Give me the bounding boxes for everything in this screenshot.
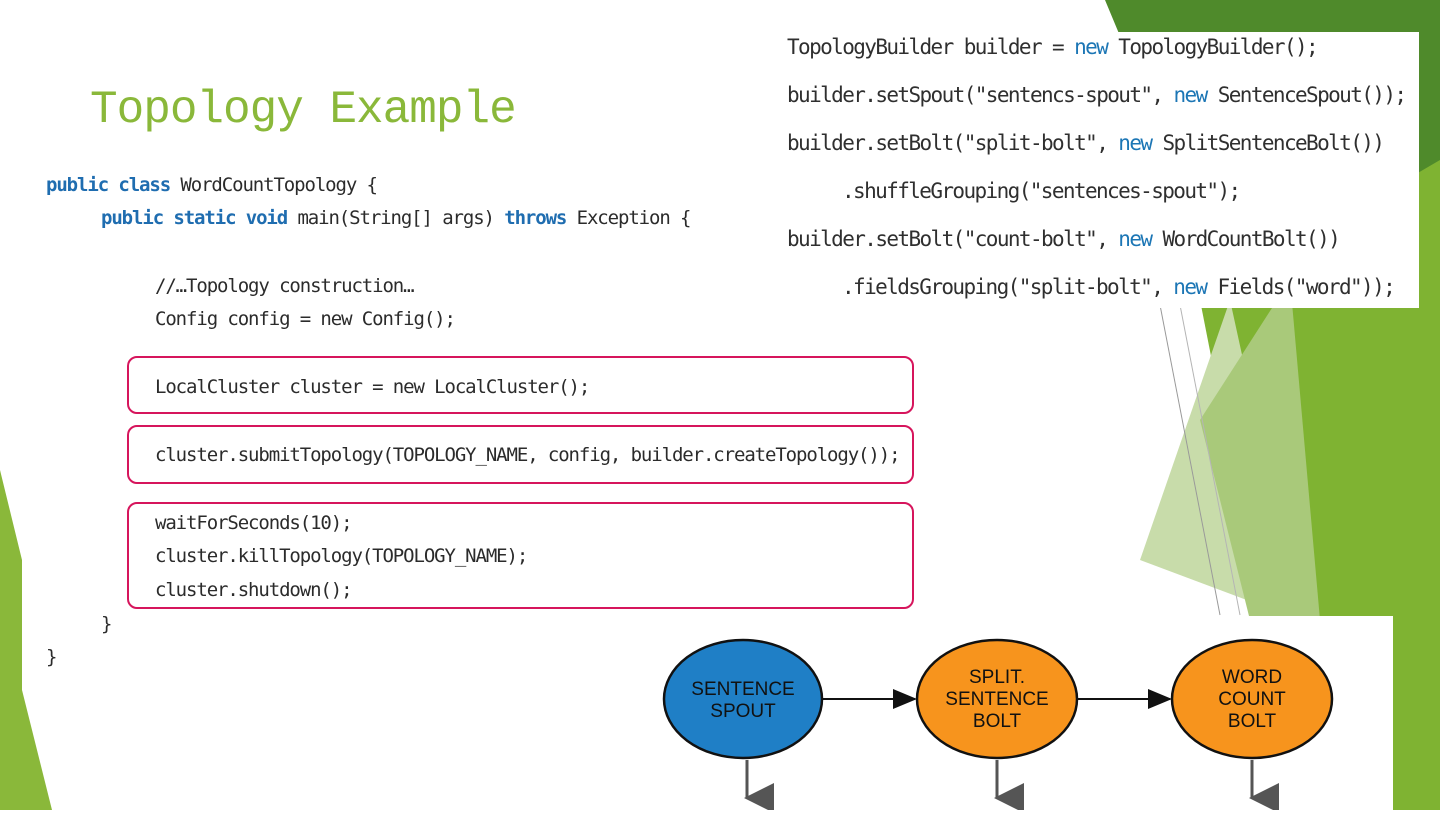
node2-label-line1: SPLIT. [969,667,1025,688]
highlight-box-local-cluster [127,356,914,414]
node-split-sentence-bolt [915,638,1079,760]
code-line-submit: cluster.submitTopology(TOPOLOGY_NAME, co… [155,444,901,466]
green-shape-left [0,470,52,810]
topology-builder-code-panel: TopologyBuilder builder = new TopologyBu… [772,32,1419,308]
code-line-class-decl: public class WordCountTopology { [46,174,378,196]
code-line-wait: waitForSeconds(10); [155,512,353,534]
green-shape-right-pale [1200,280,1320,620]
code-line-close-class: } [46,646,57,668]
builder-line-2: builder.setSpout("sentencs-spout", new S… [787,83,1407,107]
builder-line-1: TopologyBuilder builder = new TopologyBu… [787,35,1319,59]
builder-line-4: .shuffleGrouping("sentences-spout"); [842,179,1241,203]
builder-line-3: builder.setBolt("split-bolt", new SplitS… [787,131,1385,155]
code-line-kill: cluster.killTopology(TOPOLOGY_NAME); [155,545,528,567]
topology-diagram-svg: SENTENCE SPOUT SPLIT. SENTENCE BOLT WORD… [662,638,1334,813]
thin-line-deco [1159,304,1221,616]
code-line-main-decl: public static void main(String[] args) t… [101,207,691,229]
code-line-config: Config config = new Config(); [155,308,456,330]
code-line-shutdown: cluster.shutdown(); [155,579,353,601]
slide-title: Topology Example [90,84,517,136]
builder-line-6: .fieldsGrouping("split-bolt", new Fields… [842,275,1396,299]
node1-label-line2: SPOUT [710,701,776,722]
code-line-comment: //…Topology construction… [155,275,415,297]
thin-line-deco-2 [1179,304,1241,616]
highlight-box-submit-topology [127,425,914,484]
node2-label-line3: BOLT [973,711,1022,732]
topology-diagram: SENTENCE SPOUT SPLIT. SENTENCE BOLT WORD… [630,616,1393,813]
node-word-count-bolt [1170,638,1334,760]
node1-label-line1: SENTENCE [691,679,794,700]
node-sentence-spout [662,638,824,760]
node3-label-line1: WORD [1222,667,1282,688]
code-line-local-cluster: LocalCluster cluster = new LocalCluster(… [155,376,590,398]
code-line-close-method: } [101,613,112,635]
highlight-box-shutdown [127,502,914,609]
node3-label-line2: COUNT [1218,689,1286,710]
node3-label-line3: BOLT [1228,711,1277,732]
builder-line-5: builder.setBolt("count-bolt", new WordCo… [787,227,1341,251]
node2-label-line2: SENTENCE [945,689,1048,710]
